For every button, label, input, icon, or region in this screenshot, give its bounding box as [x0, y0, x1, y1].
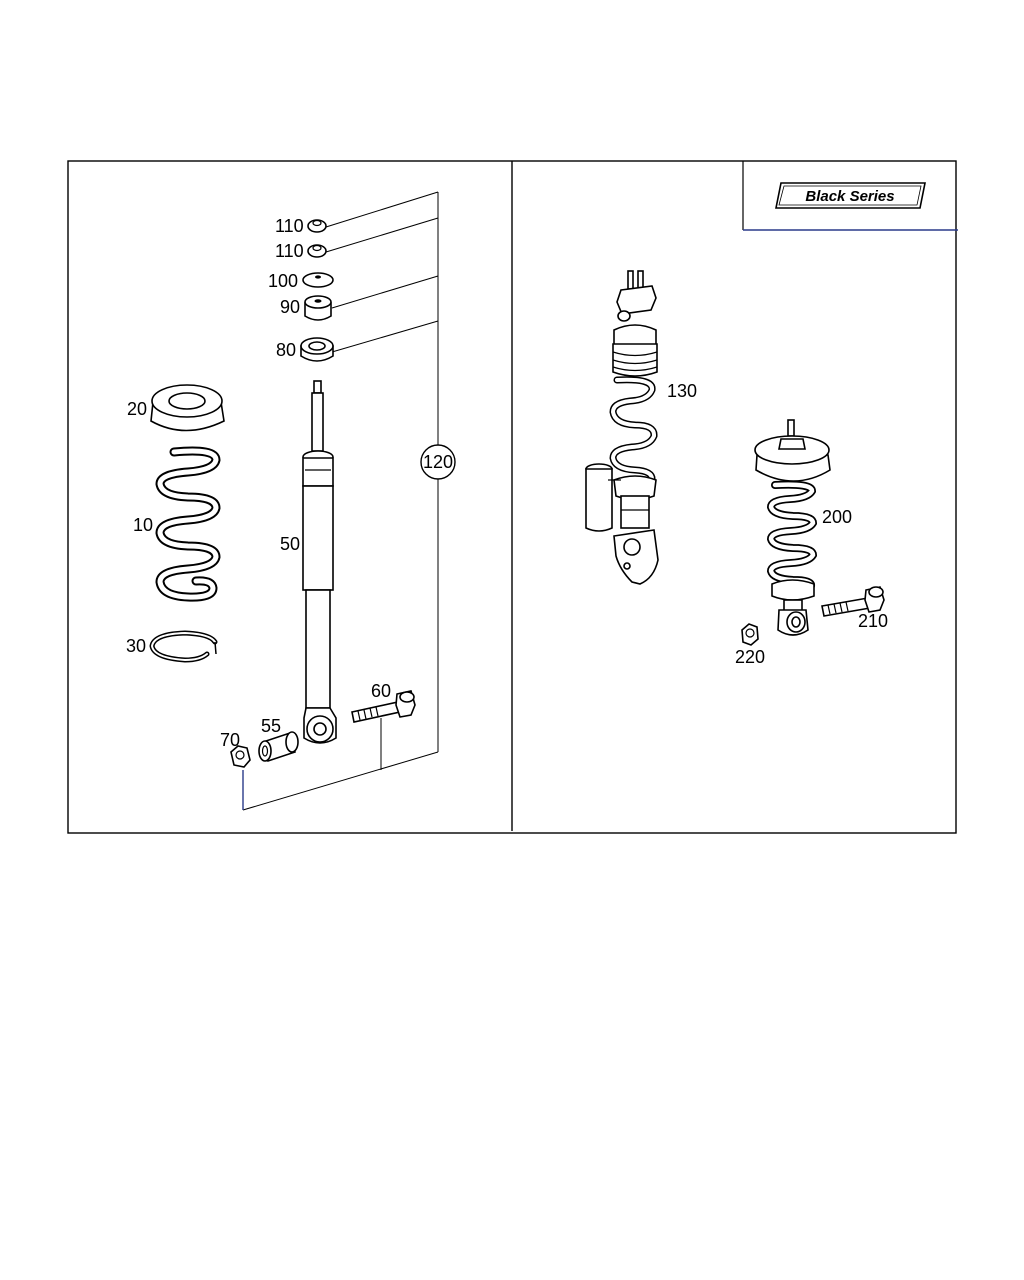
bushing-55: [258, 731, 299, 763]
label-70: 70: [220, 730, 240, 750]
bump-stop-90: [304, 295, 332, 321]
label-210: 210: [858, 611, 888, 631]
label-20: 20: [127, 399, 147, 419]
label-110-upper: 110: [275, 216, 304, 236]
bolt-60: [351, 690, 416, 723]
black-series-badge-box: Black Series: [742, 161, 958, 231]
bolt-210: [821, 586, 885, 617]
nut-220: [741, 623, 759, 646]
label-130: 130: [667, 381, 697, 401]
label-90: 90: [280, 297, 300, 317]
circlip-30: [149, 630, 218, 663]
label-200: 200: [822, 507, 852, 527]
nut-70: [230, 745, 251, 768]
top-mount-80: [300, 337, 334, 362]
label-220: 220: [735, 647, 765, 667]
label-80: 80: [276, 340, 296, 360]
label-10: 10: [133, 515, 153, 535]
nut-110-upper: [307, 219, 327, 233]
washer-100: [302, 272, 334, 288]
coil-spring-10: [155, 446, 221, 602]
label-100: 100: [268, 271, 298, 291]
spring-pad-20: [150, 384, 225, 432]
coilover-strut-130: [585, 270, 659, 585]
label-55: 55: [261, 716, 281, 736]
shock-absorber-50: [302, 380, 337, 744]
callout-circle-120: [420, 444, 456, 480]
label-110-lower: 110: [275, 241, 304, 261]
label-30: 30: [126, 636, 146, 656]
label-60: 60: [371, 681, 391, 701]
label-120: 120: [423, 452, 453, 472]
label-50: 50: [280, 534, 300, 554]
badge-text: Black Series: [805, 188, 894, 205]
nut-110-lower: [307, 244, 327, 258]
strut-assembly-200: [754, 419, 831, 636]
